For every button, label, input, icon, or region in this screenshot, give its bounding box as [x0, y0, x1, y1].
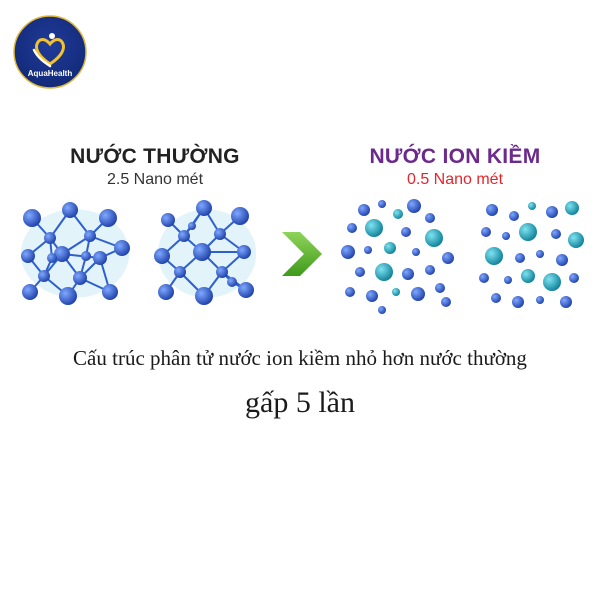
- molecule-atom: [412, 248, 420, 256]
- chevron-right-arrow-icon: [282, 232, 322, 276]
- molecule-atom: [375, 263, 393, 281]
- molecule-atom: [22, 284, 38, 300]
- molecule-atom: [560, 296, 572, 308]
- molecule-atom: [73, 271, 87, 285]
- molecule-atom: [154, 248, 170, 264]
- molecule-atom: [81, 251, 91, 261]
- molecule-atom: [569, 273, 579, 283]
- molecule-atom: [556, 254, 568, 266]
- molecule-atom: [407, 199, 421, 213]
- heart-hands-logo-icon: [32, 33, 65, 68]
- molecule-atom: [425, 265, 435, 275]
- molecule-atom: [364, 246, 372, 254]
- molecule-atom: [93, 251, 107, 265]
- molecule-atom: [238, 282, 254, 298]
- molecule-atom: [402, 268, 414, 280]
- alkaline-water-heading: NƯỚC ION KIỀM 0.5 Nano mét: [330, 144, 580, 190]
- molecule-atom: [21, 249, 35, 263]
- molecule-atom: [425, 229, 443, 247]
- molecule-atom: [515, 253, 525, 263]
- molecule-atom: [546, 206, 558, 218]
- molecule-atom: [178, 230, 190, 242]
- caption-line-2: gấp 5 lần: [245, 386, 355, 419]
- molecule-atom: [341, 245, 355, 259]
- molecule-atom: [502, 232, 510, 240]
- molecule-atom: [355, 267, 365, 277]
- molecule-atom: [543, 273, 561, 291]
- molecule-atom: [216, 266, 228, 278]
- molecule-atom: [479, 273, 489, 283]
- alkaline-water-title: NƯỚC ION KIỀM: [369, 145, 541, 168]
- molecule-atom: [102, 284, 118, 300]
- molecule-atom: [536, 250, 544, 258]
- molecule-atom: [174, 266, 186, 278]
- molecule-atom: [114, 240, 130, 256]
- molecule-atom: [442, 252, 454, 264]
- molecule-atom: [59, 287, 77, 305]
- molecule-atom: [23, 209, 41, 227]
- molecule-atom: [195, 287, 213, 305]
- alkaline-water-size: 0.5 Nano mét: [406, 171, 504, 188]
- molecule-atom: [551, 229, 561, 239]
- regular-water-molecule-cluster-1: [20, 202, 130, 305]
- molecule-atom: [411, 287, 425, 301]
- molecule-atom: [425, 213, 435, 223]
- alkaline-water-molecule-cluster-1: [341, 199, 454, 314]
- molecule-atom: [44, 232, 56, 244]
- molecule-atom: [158, 284, 174, 300]
- molecule-atom: [231, 207, 249, 225]
- molecule-atom: [401, 227, 411, 237]
- molecule-atom: [161, 213, 175, 227]
- molecule-atom: [393, 209, 403, 219]
- caption-line-1: Cấu trúc phân tử nước ion kiềm nhỏ hơn n…: [73, 346, 527, 370]
- molecule-atom: [193, 243, 211, 261]
- molecule-atom: [384, 242, 396, 254]
- molecule-atom: [491, 293, 501, 303]
- molecule-atom: [214, 228, 226, 240]
- molecule-atom: [519, 223, 537, 241]
- aquahealth-logo: AquaHealth: [12, 14, 88, 90]
- regular-water-heading: NƯỚC THƯỜNG 2.5 Nano mét: [30, 144, 280, 190]
- molecule-atom: [347, 223, 357, 233]
- molecule-atom: [521, 269, 535, 283]
- molecule-atom: [528, 202, 536, 210]
- molecule-atom: [196, 200, 212, 216]
- molecule-atom: [237, 245, 251, 259]
- molecule-atom: [512, 296, 524, 308]
- molecule-atom: [536, 296, 544, 304]
- molecule-atom: [188, 222, 196, 230]
- regular-water-title: NƯỚC THƯỜNG: [70, 145, 240, 168]
- molecule-atom: [38, 270, 50, 282]
- molecule-atom: [378, 306, 386, 314]
- molecule-atom: [441, 297, 451, 307]
- molecule-atom: [481, 227, 491, 237]
- molecule-atom: [485, 247, 503, 265]
- molecule-atom: [99, 209, 117, 227]
- molecule-atom: [568, 232, 584, 248]
- molecule-atom: [47, 253, 57, 263]
- molecule-atom: [366, 290, 378, 302]
- molecule-atom: [365, 219, 383, 237]
- molecule-atom: [227, 277, 237, 287]
- molecule-atom: [62, 202, 78, 218]
- molecule-atom: [378, 200, 386, 208]
- molecule-atom: [486, 204, 498, 216]
- regular-water-size: 2.5 Nano mét: [106, 171, 204, 188]
- molecule-atom: [358, 204, 370, 216]
- molecule-atom: [345, 287, 355, 297]
- logo-text: AquaHealth: [28, 69, 73, 78]
- molecule-atom: [504, 276, 512, 284]
- molecule-atom: [392, 288, 400, 296]
- molecule-atom: [54, 246, 70, 262]
- regular-water-molecule-cluster-2: [154, 200, 257, 305]
- alkaline-water-molecule-cluster-2: [479, 201, 584, 308]
- molecule-atom: [84, 230, 96, 242]
- molecule-atom: [435, 283, 445, 293]
- molecule-atom: [509, 211, 519, 221]
- molecule-atom: [565, 201, 579, 215]
